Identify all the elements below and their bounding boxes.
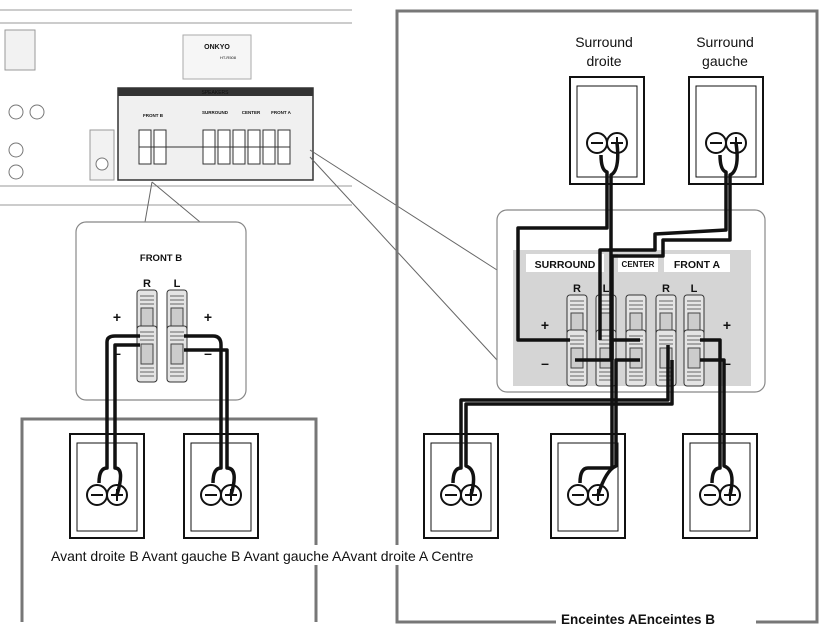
model-label: HT-R508	[220, 55, 237, 60]
front-b-minus-left: –	[113, 345, 121, 361]
speaker-names-caption: Avant droite B Avant gauche B Avant gauc…	[51, 548, 474, 564]
brand-plate	[182, 34, 252, 80]
surround-r-label: R	[573, 283, 581, 295]
speaker-surround-left	[688, 76, 764, 185]
speaker-surround-right	[569, 76, 645, 185]
front-a-plus-left: +	[541, 317, 549, 333]
speaker-front-right-a	[550, 433, 626, 539]
panel-center-label: CENTER	[242, 110, 261, 115]
surround-left-label-line2: gauche	[702, 53, 748, 69]
surround-l-label: L	[603, 283, 610, 295]
speaker-groups-caption: Enceintes AEnceintes B	[561, 612, 715, 627]
front-a-group-label: FRONT A	[674, 259, 721, 271]
front-b-title: FRONT B	[140, 253, 182, 264]
surround-group-label: SURROUND	[535, 259, 596, 271]
front-a-minus-right: –	[723, 355, 731, 371]
front-a-r-label: R	[662, 283, 670, 295]
receiver-rear-panel: ONKYO HT-R508 SPEAKERS FRONT B SURROUND …	[0, 9, 352, 206]
brand-label: ONKYO	[204, 44, 230, 51]
surround-right-label-line2: droite	[586, 53, 621, 69]
surround-left-label-line1: Surround	[696, 34, 754, 50]
center-group-label: CENTER	[622, 260, 655, 269]
front-a-minus-left: –	[541, 355, 549, 371]
callout-connectors	[144, 149, 498, 361]
front-b-plus-left: +	[113, 309, 121, 325]
front-b-l-label: L	[174, 278, 181, 290]
front-b-callout	[75, 221, 247, 401]
speakers-group-label: SPEAKERS	[202, 90, 230, 96]
panel-front-a-label: FRONT A	[271, 110, 292, 115]
speaker-front-right-b	[69, 433, 145, 539]
front-a-plus-right: +	[723, 317, 731, 333]
speaker-wires	[97, 142, 739, 496]
front-b-r-label: R	[143, 278, 151, 290]
front-a-l-label: L	[691, 283, 698, 295]
front-b-plus-right: +	[204, 309, 212, 325]
panel-surround-label: SURROUND	[202, 110, 229, 115]
front-b-minus-right: –	[204, 345, 212, 361]
surround-right-label-line1: Surround	[575, 34, 633, 50]
speakers-b-frame	[20, 417, 318, 622]
panel-front-b-label: FRONT B	[143, 113, 164, 118]
panel-terminal-posts	[138, 129, 291, 165]
